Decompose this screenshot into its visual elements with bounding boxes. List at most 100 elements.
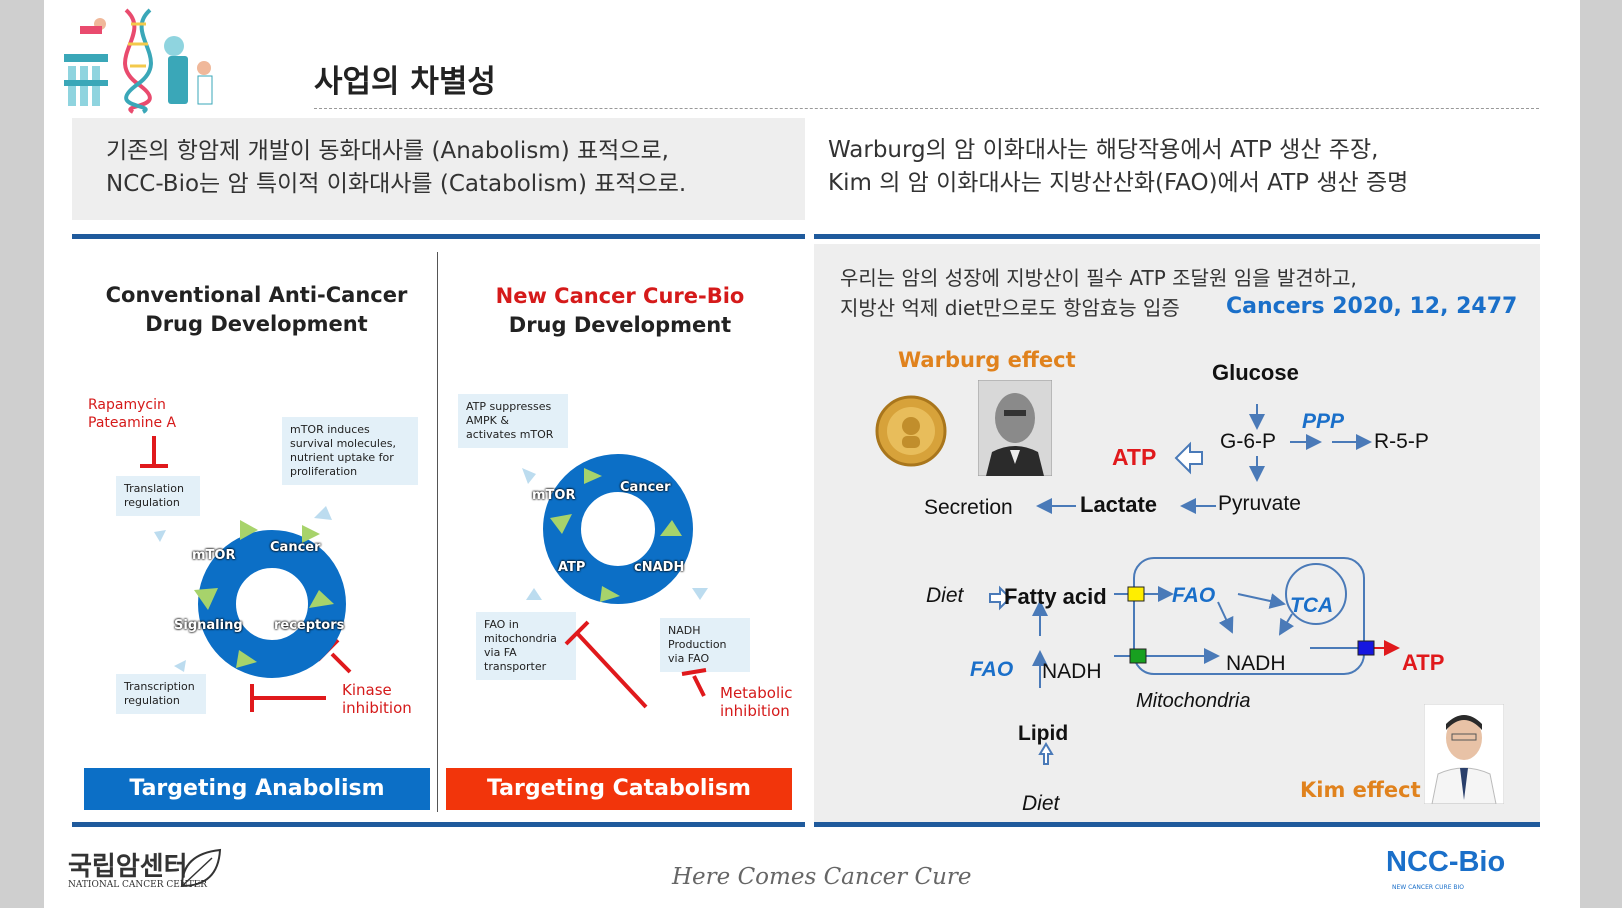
flow-arrow (314, 506, 332, 520)
transporter-blue (1357, 640, 1375, 656)
node-glucose: Glucose (1212, 360, 1299, 385)
hollow-arrow-atp (1174, 441, 1203, 475)
mitochondria-label: Mitochondria (1136, 690, 1251, 712)
warburg-portrait (978, 380, 1052, 476)
tca-circle (1285, 563, 1347, 625)
footer-tagline: Here Comes Cancer Cure (672, 864, 972, 890)
ncc-bio-logo: NCC-Bio (1386, 846, 1506, 878)
targeting-anabolism-bar: Targeting Anabolism (84, 768, 430, 810)
ring-atp: ATP (558, 560, 586, 575)
claim-line2: 지방산 억제 diet만으로도 항암효능 입증 (840, 296, 1180, 320)
conventional-title-line2: Drug Development (145, 312, 368, 336)
ring-arrow (236, 650, 257, 668)
node-lipid: Lipid (1018, 722, 1069, 745)
ring-mtor: mTOR (192, 548, 236, 563)
node-nadh-right: NADH (1226, 652, 1286, 675)
ring-arrow (550, 514, 572, 534)
warburg-effect-label: Warburg effect (898, 348, 1076, 372)
note-nadh-production: NADH Production via FAO (660, 618, 750, 672)
node-nadh-left: NADH (1042, 660, 1102, 683)
panel-divider (437, 252, 438, 812)
flow-arrow (522, 468, 536, 484)
hollow-arrow-diet (989, 585, 1012, 611)
note-transcription: Transcription regulation (116, 674, 206, 714)
node-ppp: PPP (1302, 410, 1345, 433)
ring-cancer: Cancer (270, 540, 321, 555)
inhibitor-t-top (140, 436, 168, 468)
transporter-green (1129, 648, 1147, 664)
flow-arrow (174, 660, 186, 672)
node-r5p: R-5-P (1374, 430, 1429, 453)
flow-arrow (154, 530, 166, 542)
ring-cnadh: cNADH (634, 560, 685, 575)
nobel-medal-icon (875, 395, 947, 467)
ring-mtor: mTOR (532, 488, 576, 503)
conventional-title-line1: Conventional Anti-Cancer (105, 283, 408, 307)
drug-pateamine: Pateamine A (88, 415, 177, 431)
intro-left-box: 기존의 항암제 개발이 동화대사를 (Anabolism) 표적으로, NCC-… (72, 118, 805, 220)
ncc-bio-subtext: NEW CANCER CURE BIO (1392, 884, 1465, 891)
ring-receptors: receptors (274, 618, 345, 633)
ring-signaling: Signaling (174, 618, 243, 633)
node-fao-left: FAO (970, 658, 1014, 681)
node-fatty-acid: Fatty acid (1004, 584, 1107, 609)
intro-left-line1: 기존의 항암제 개발이 동화대사를 (Anabolism) 표적으로, (106, 138, 669, 164)
node-fao-inner: FAO (1172, 584, 1216, 607)
kim-effect-label: Kim effect (1300, 778, 1421, 802)
new-dev-title-line2: Drug Development (508, 313, 732, 337)
metabolic-line2: inhibition (720, 702, 790, 720)
conventional-title: Conventional Anti-Cancer Drug Developmen… (84, 281, 429, 339)
flow-arrow (526, 588, 542, 600)
ring-arrow (194, 588, 218, 610)
note-atp-suppresses: ATP suppresses AMPK & activates mTOR (458, 394, 568, 448)
note-fao-mitochondria: FAO in mitochondria via FA transporter (476, 612, 576, 680)
metabolic-inhibition: Metabolic inhibition (720, 684, 793, 720)
kim-portrait (1424, 704, 1504, 804)
kinase-line2: inhibition (342, 699, 412, 717)
node-diet-top: Diet (926, 584, 964, 607)
intro-left-line2: NCC-Bio는 암 특이적 이화대사를 (Catabolism) 표적으로. (106, 171, 687, 197)
ncc-leaf-icon (180, 848, 222, 888)
slide: 사업의 차별성 기존의 항암제 개발이 동화대사를 (Anabolism) 표적… (44, 0, 1580, 908)
citation: Cancers 2020, 12, 2477 (1226, 294, 1518, 319)
new-dev-title-line1: New Cancer Cure-Bio (495, 284, 745, 308)
metabolic-line1: Metabolic (720, 684, 793, 702)
transporter-yellow (1127, 586, 1145, 602)
note-translation: Translation regulation (116, 476, 200, 516)
drug-rapamycin: Rapamycin (88, 397, 166, 413)
title-divider (314, 108, 1539, 109)
ring-arrow (600, 586, 620, 602)
note-mtor-induces: mTOR induces survival molecules, nutrien… (282, 417, 418, 485)
node-pyruvate: Pyruvate (1218, 492, 1301, 515)
metabolism-panel (814, 244, 1540, 822)
right-bottom-rule (814, 822, 1540, 827)
science-illustration (64, 8, 213, 114)
ring-arrow (309, 590, 334, 608)
intro-right-line2: Kim 의 암 이화대사는 지방산산화(FAO)에서 ATP 생산 증명 (828, 170, 1409, 196)
flow-arrow (692, 588, 708, 600)
right-diagram-graphics (522, 454, 708, 709)
ring-arrow (660, 520, 682, 536)
kinase-line1: Kinase (342, 681, 392, 699)
arrow-fao-nadh (1217, 601, 1234, 634)
inhibitor-t-nadh (681, 668, 707, 697)
kinase-inhibition: Kinase inhibition (342, 681, 412, 717)
new-dev-title: New Cancer Cure-Bio Drug Development (448, 282, 792, 340)
node-lactate: Lactate (1080, 492, 1158, 517)
claim-line1: 우리는 암의 성장에 지방산이 필수 ATP 조달원 임을 발견하고, (840, 266, 1357, 290)
left-bottom-rule (72, 822, 805, 827)
inhibitor-t-kinase (250, 684, 326, 712)
node-diet-bottom: Diet (1022, 792, 1060, 815)
right-top-rule (814, 234, 1540, 239)
node-secretion: Secretion (924, 496, 1013, 519)
ring-cancer: Cancer (620, 480, 671, 495)
targeting-catabolism-bar: Targeting Catabolism (446, 768, 792, 810)
node-atp-fao: ATP (1402, 650, 1445, 675)
node-g6p: G-6-P (1220, 430, 1277, 453)
pathway-diagram (989, 404, 1400, 765)
node-atp-glycolysis: ATP (1112, 444, 1157, 470)
ring-arrow (240, 520, 258, 540)
arrow-tca-nadh (1278, 613, 1295, 636)
mitochondria-outline (1133, 557, 1365, 675)
arrow-fao-tca (1237, 593, 1286, 609)
